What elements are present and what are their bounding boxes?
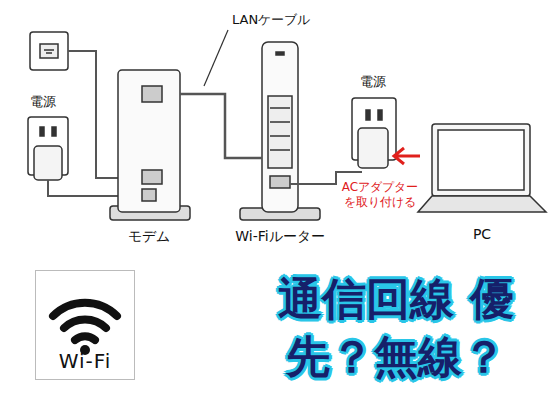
laptop-screen <box>432 124 530 196</box>
wifi-symbol <box>53 303 117 340</box>
modem-device: モデム <box>118 70 180 212</box>
device-name: Wi-Fiルーター <box>235 228 324 246</box>
router-device: Wi-Fiルーター <box>262 42 298 212</box>
part-label: LANケーブル <box>232 12 310 28</box>
ac-adapter <box>34 146 62 180</box>
logo-text: Wi-Fi <box>59 349 112 373</box>
part-label: 電源 <box>360 74 386 90</box>
modem-body <box>118 70 180 212</box>
phone-jack <box>30 32 68 70</box>
device-name: PC <box>473 226 491 242</box>
ac-adapter <box>358 128 388 168</box>
lan-cable <box>180 94 262 158</box>
callout-arrow <box>394 148 420 164</box>
wifi-logo-box: Wi-Fi <box>35 270 135 380</box>
router-body <box>262 42 298 212</box>
part-label: 電源 <box>30 94 56 110</box>
leader-line <box>204 30 228 86</box>
callout-note: ACアダプターを取り付ける <box>340 180 420 210</box>
device-name: モデム <box>128 228 170 246</box>
laptop-base <box>418 196 546 212</box>
heading: 通信回線 優先？無線？ <box>262 270 530 386</box>
laptop-device: PC <box>418 124 546 212</box>
